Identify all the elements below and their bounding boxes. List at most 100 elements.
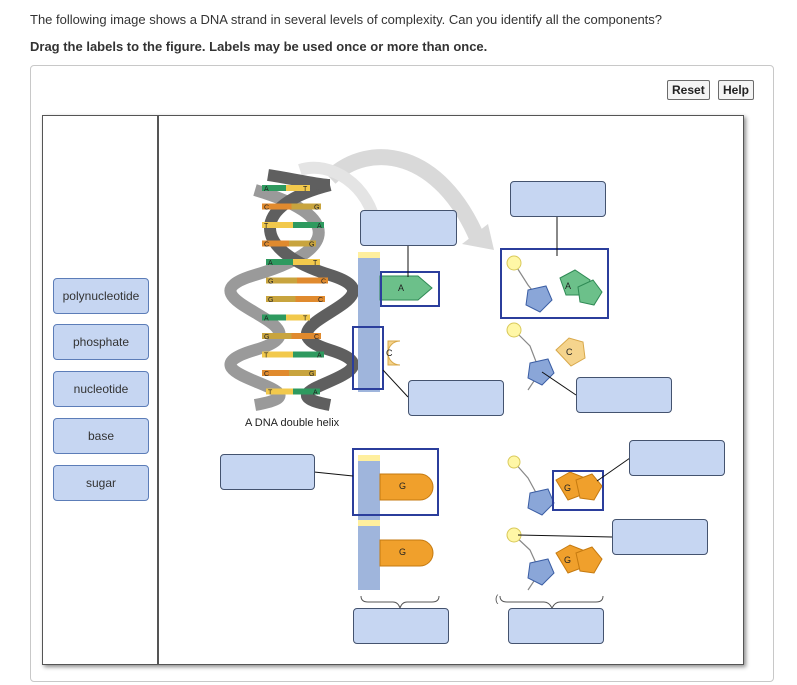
helix-pair-letter-right: G — [309, 371, 314, 378]
base-letter-g-1: G — [399, 481, 407, 491]
drop-target-2[interactable] — [510, 181, 606, 217]
leader-lines — [313, 217, 631, 538]
backbone-upper — [358, 252, 380, 392]
helix-pair-letter-left: A — [264, 316, 269, 323]
helix-pair-letter-left: C — [264, 371, 269, 378]
zoom-arrow — [324, 149, 486, 244]
helix-pair-letter-right: C — [318, 297, 323, 304]
helix-pair-letter-right: C — [314, 334, 319, 341]
helix-pair-right — [286, 314, 310, 321]
reset-button[interactable]: Reset — [667, 80, 710, 100]
helix-pair-right — [293, 351, 324, 358]
helix-pair-right — [286, 185, 310, 191]
helix-pair-letter-right: G — [309, 242, 314, 249]
zoom-arrow-head — [462, 224, 494, 250]
nucleotide-letter-a: A — [565, 281, 572, 291]
label-sugar[interactable]: sugar — [53, 465, 149, 501]
label-phosphate[interactable]: phosphate — [53, 324, 149, 360]
svg-text:(: ( — [495, 594, 499, 605]
helix-caption: A DNA double helix — [245, 417, 340, 429]
helix-pair-left — [266, 259, 293, 265]
nucleotide-letter-g-1: G — [564, 483, 572, 493]
helix-pair-left — [266, 296, 296, 302]
helix-pair-left — [262, 314, 286, 321]
helix-pair-letter-left: T — [268, 390, 273, 397]
helix-pair-right — [293, 259, 320, 265]
instructions-text: Drag the labels to the figure. Labels ma… — [30, 39, 488, 54]
drop-target-8[interactable] — [353, 608, 449, 644]
helix-pair-right — [295, 296, 325, 302]
drop-target-6[interactable] — [629, 440, 725, 476]
helix-pair-letter-left: C — [264, 205, 269, 212]
helix-pair-left — [262, 203, 292, 210]
drop-target-9[interactable] — [508, 608, 604, 644]
drop-target-1[interactable] — [360, 210, 457, 246]
helix-pair-letter-right: A — [317, 223, 322, 230]
helix-pair-letter-right: G — [314, 205, 319, 212]
base-c-shape — [387, 340, 401, 366]
helix-pair-letter-right: T — [313, 260, 318, 267]
base-g-shape-1 — [379, 473, 434, 501]
helix-pair-right — [289, 370, 316, 376]
base-letter-c: C — [386, 348, 393, 358]
helix-pair-right — [289, 240, 316, 247]
helix-pair-letter-right: T — [303, 186, 308, 193]
helix-pair-left — [266, 277, 297, 284]
base-a-shape — [379, 275, 433, 301]
drop-target-4[interactable] — [576, 377, 672, 413]
label-polynucleotide[interactable]: polynucleotide — [53, 278, 149, 314]
helix-pair-letter-right: C — [321, 279, 326, 286]
helix-pair-letter-left: A — [264, 186, 269, 193]
helix-pair-letter-right: T — [303, 316, 308, 323]
drop-target-7[interactable] — [612, 519, 708, 555]
helix-pair-left — [262, 351, 293, 358]
helix-pair-left — [262, 333, 292, 339]
nucleotide-letter-g-2: G — [564, 555, 572, 565]
helix-pair-letter-left: T — [264, 223, 269, 230]
helix-pair-letter-left: A — [268, 260, 273, 267]
helix-pair-right — [297, 277, 328, 284]
helix-pair-left — [262, 185, 286, 191]
nucleotide-letter-c: C — [566, 347, 573, 357]
helix-pair-letter-left: T — [264, 353, 269, 360]
helix-pair-letter-right: A — [313, 390, 318, 397]
helix-pair-right — [291, 333, 321, 339]
base-letter-a: A — [398, 283, 405, 293]
helix-pair-left — [262, 222, 293, 228]
helix-pair-letter-left: G — [268, 297, 273, 304]
nucleotide-chain-upper — [506, 255, 603, 391]
helix-pair-right — [293, 388, 320, 395]
helix-pair-letter-left: C — [264, 242, 269, 249]
helix-pair-letter-right: A — [317, 353, 322, 360]
label-bank-divider — [157, 115, 159, 665]
label-base[interactable]: base — [53, 418, 149, 454]
label-nucleotide[interactable]: nucleotide — [53, 371, 149, 407]
helix-pair-letter-left: G — [268, 279, 273, 286]
question-text: The following image shows a DNA strand i… — [30, 12, 663, 27]
base-letter-g-2: G — [399, 547, 407, 557]
helix-pair-left — [266, 388, 293, 395]
helix-pair-right — [293, 222, 324, 228]
drop-target-3[interactable] — [408, 380, 504, 416]
helix-pair-letter-left: G — [264, 334, 269, 341]
nucleotide-chain-lower — [506, 455, 603, 591]
drop-target-5[interactable] — [220, 454, 315, 490]
helix-pair-left — [262, 370, 289, 376]
help-button[interactable]: Help — [718, 80, 755, 100]
helix-pair-left — [262, 240, 289, 247]
base-g-shape-2 — [379, 539, 434, 567]
